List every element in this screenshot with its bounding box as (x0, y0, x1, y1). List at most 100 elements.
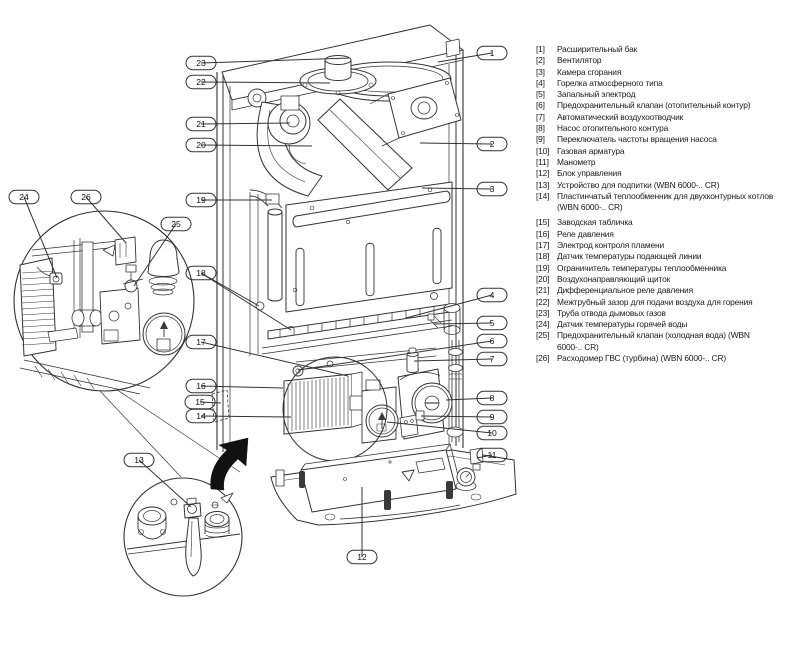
callout-15: 15 (184, 394, 222, 410)
callout-25: 25 (133, 216, 192, 287)
legend-item-text: Автоматический воздухоотводчик (557, 111, 684, 122)
legend-item: [18] Датчик температуры подающей линии (536, 251, 776, 262)
callout-18: 18 (185, 265, 292, 331)
rating-plate (211, 389, 230, 423)
callout-number: 17 (196, 337, 206, 347)
legend-item: [13] Устройство для подпитки (WBN 6000-.… (536, 180, 776, 191)
callout-number: 7 (490, 354, 495, 364)
auto-air-vent (406, 347, 419, 374)
legend-item-text: Предохранительный клапан (отопительный к… (557, 100, 751, 111)
callout-5: 5 (433, 315, 508, 331)
detail-cone-lines (99, 384, 241, 478)
callout-12: 12 (346, 487, 378, 565)
callout-22: 22 (185, 74, 331, 90)
legend-item: [14] Пластинчатый теплообменник для двух… (536, 191, 776, 214)
callout-number: 9 (490, 412, 495, 422)
ignition-electrode (427, 313, 442, 329)
legend-item: [7] Автоматический воздухоотводчик (536, 112, 776, 123)
callout-number: 23 (196, 58, 206, 68)
detail-dial (142, 312, 186, 356)
flue-pipe (299, 55, 377, 96)
burner (261, 303, 461, 355)
fan-assembly (369, 77, 462, 147)
legend-item: [24] Датчик температуры горячей воды (536, 319, 776, 330)
legend-item-number: [26] (536, 353, 550, 364)
callout-3: 3 (421, 181, 508, 197)
callout-number: 15 (195, 397, 205, 407)
callout-23: 23 (185, 55, 351, 71)
callout-24: 24 (8, 189, 58, 279)
legend-item-text: Ограничитель температуры теплообменника (557, 262, 727, 273)
callout-21: 21 (185, 116, 291, 132)
left-pipe-fitting (137, 506, 167, 540)
legend-list: [1] Расширительный бак [2] Вентилятор [3… (536, 44, 776, 364)
safety-valve (292, 365, 304, 377)
legend-item: [2] Вентилятор (536, 55, 776, 66)
callout-16: 16 (185, 378, 284, 394)
legend-item: [1] Расширительный бак (536, 44, 776, 55)
legend-item: [3] Камера сгорания (536, 67, 776, 78)
control-unit-tray (270, 443, 517, 526)
combustion-chamber (285, 181, 453, 313)
legend-item-number: [2] (536, 55, 545, 66)
callout-17: 17 (185, 334, 349, 377)
legend-item-number: [23] (536, 307, 550, 318)
callout-20: 20 (185, 137, 313, 153)
pressure-gauge (455, 467, 477, 491)
callout-number: 22 (196, 77, 206, 87)
legend-item-number: [21] (536, 285, 550, 296)
pump-speed-switch (415, 410, 425, 421)
legend-item-text: Воздухонаправляющий щиток (557, 273, 671, 284)
callout-number: 25 (171, 219, 181, 229)
legend-item: [6] Предохранительный клапан (отопительн… (536, 100, 776, 111)
legend-item-text: Расходомер ГВС (турбина) (WBN 6000-.. CR… (557, 353, 727, 364)
legend-item-number: [3] (536, 66, 545, 77)
callout-19: 19 (185, 192, 272, 208)
callout-number: 18 (196, 268, 206, 278)
legend-item: [12] Блок управления (536, 168, 776, 179)
pump (397, 347, 453, 440)
legend-item: [26] Расходомер ГВС (турбина) (WBN 6000-… (536, 353, 776, 364)
callout-number: 1 (490, 48, 495, 58)
legend-item: [22] Межтрубный зазор для подачи воздуха… (536, 297, 776, 308)
dhw-flow-turbine (102, 236, 137, 266)
legend-item: [10] Газовая арматура (536, 146, 776, 157)
callout-number: 3 (490, 184, 495, 194)
legend-item-text: Датчик температуры подающей линии (557, 251, 702, 262)
legend-item-text: Горелка атмосферного типа (557, 77, 663, 88)
legend-item: [17] Электрод контроля пламени (536, 240, 776, 251)
legend-item: [20] Воздухонаправляющий щиток (536, 274, 776, 285)
legend-item-text: Электрод контроля пламени (557, 240, 665, 251)
legend-item-text: Камера сгорания (557, 66, 622, 77)
legend-item-text: Насос отопительного контура (557, 123, 669, 134)
callout-14: 14 (185, 408, 292, 424)
legend-item-number: [7] (536, 111, 545, 122)
legend-item-text: Запальный электрод (557, 89, 636, 100)
warning-triangle-icon (401, 469, 415, 482)
right-pipe-fitting (204, 511, 230, 538)
callout-6: 6 (297, 333, 508, 371)
callout-9: 9 (420, 409, 508, 425)
legend-item-number: [11] (536, 156, 549, 167)
legend-item: [19] Ограничитель температуры теплообмен… (536, 263, 776, 274)
legend-item-text: Переключатель частоты вращения насоса (557, 134, 717, 145)
legend-item-number: [12] (536, 168, 550, 179)
detail-heat-exchanger (19, 257, 57, 357)
callout-8: 8 (445, 390, 508, 406)
callout-10: 10 (386, 421, 508, 441)
legend-item-number: [6] (536, 100, 545, 111)
legend-item: [25] Предохранительный клапан (холодная … (536, 330, 776, 353)
gas-valve (349, 379, 399, 444)
legend-item-text: Межтрубный зазор для подачи воздуха для … (557, 296, 753, 307)
callout-4: 4 (405, 287, 508, 319)
legend-item-number: [10] (536, 145, 550, 156)
legend-item-number: [14] (536, 190, 550, 201)
callout-number: 8 (490, 393, 495, 403)
legend-item-number: [19] (536, 262, 550, 273)
legend-item-text: Реле давления (557, 228, 614, 239)
callout-number: 2 (490, 139, 495, 149)
legend-item-text: Блок управления (557, 168, 622, 179)
callout-number: 21 (196, 119, 206, 129)
callout-layer: 1234567891011121314151617181920212223242… (8, 45, 508, 565)
